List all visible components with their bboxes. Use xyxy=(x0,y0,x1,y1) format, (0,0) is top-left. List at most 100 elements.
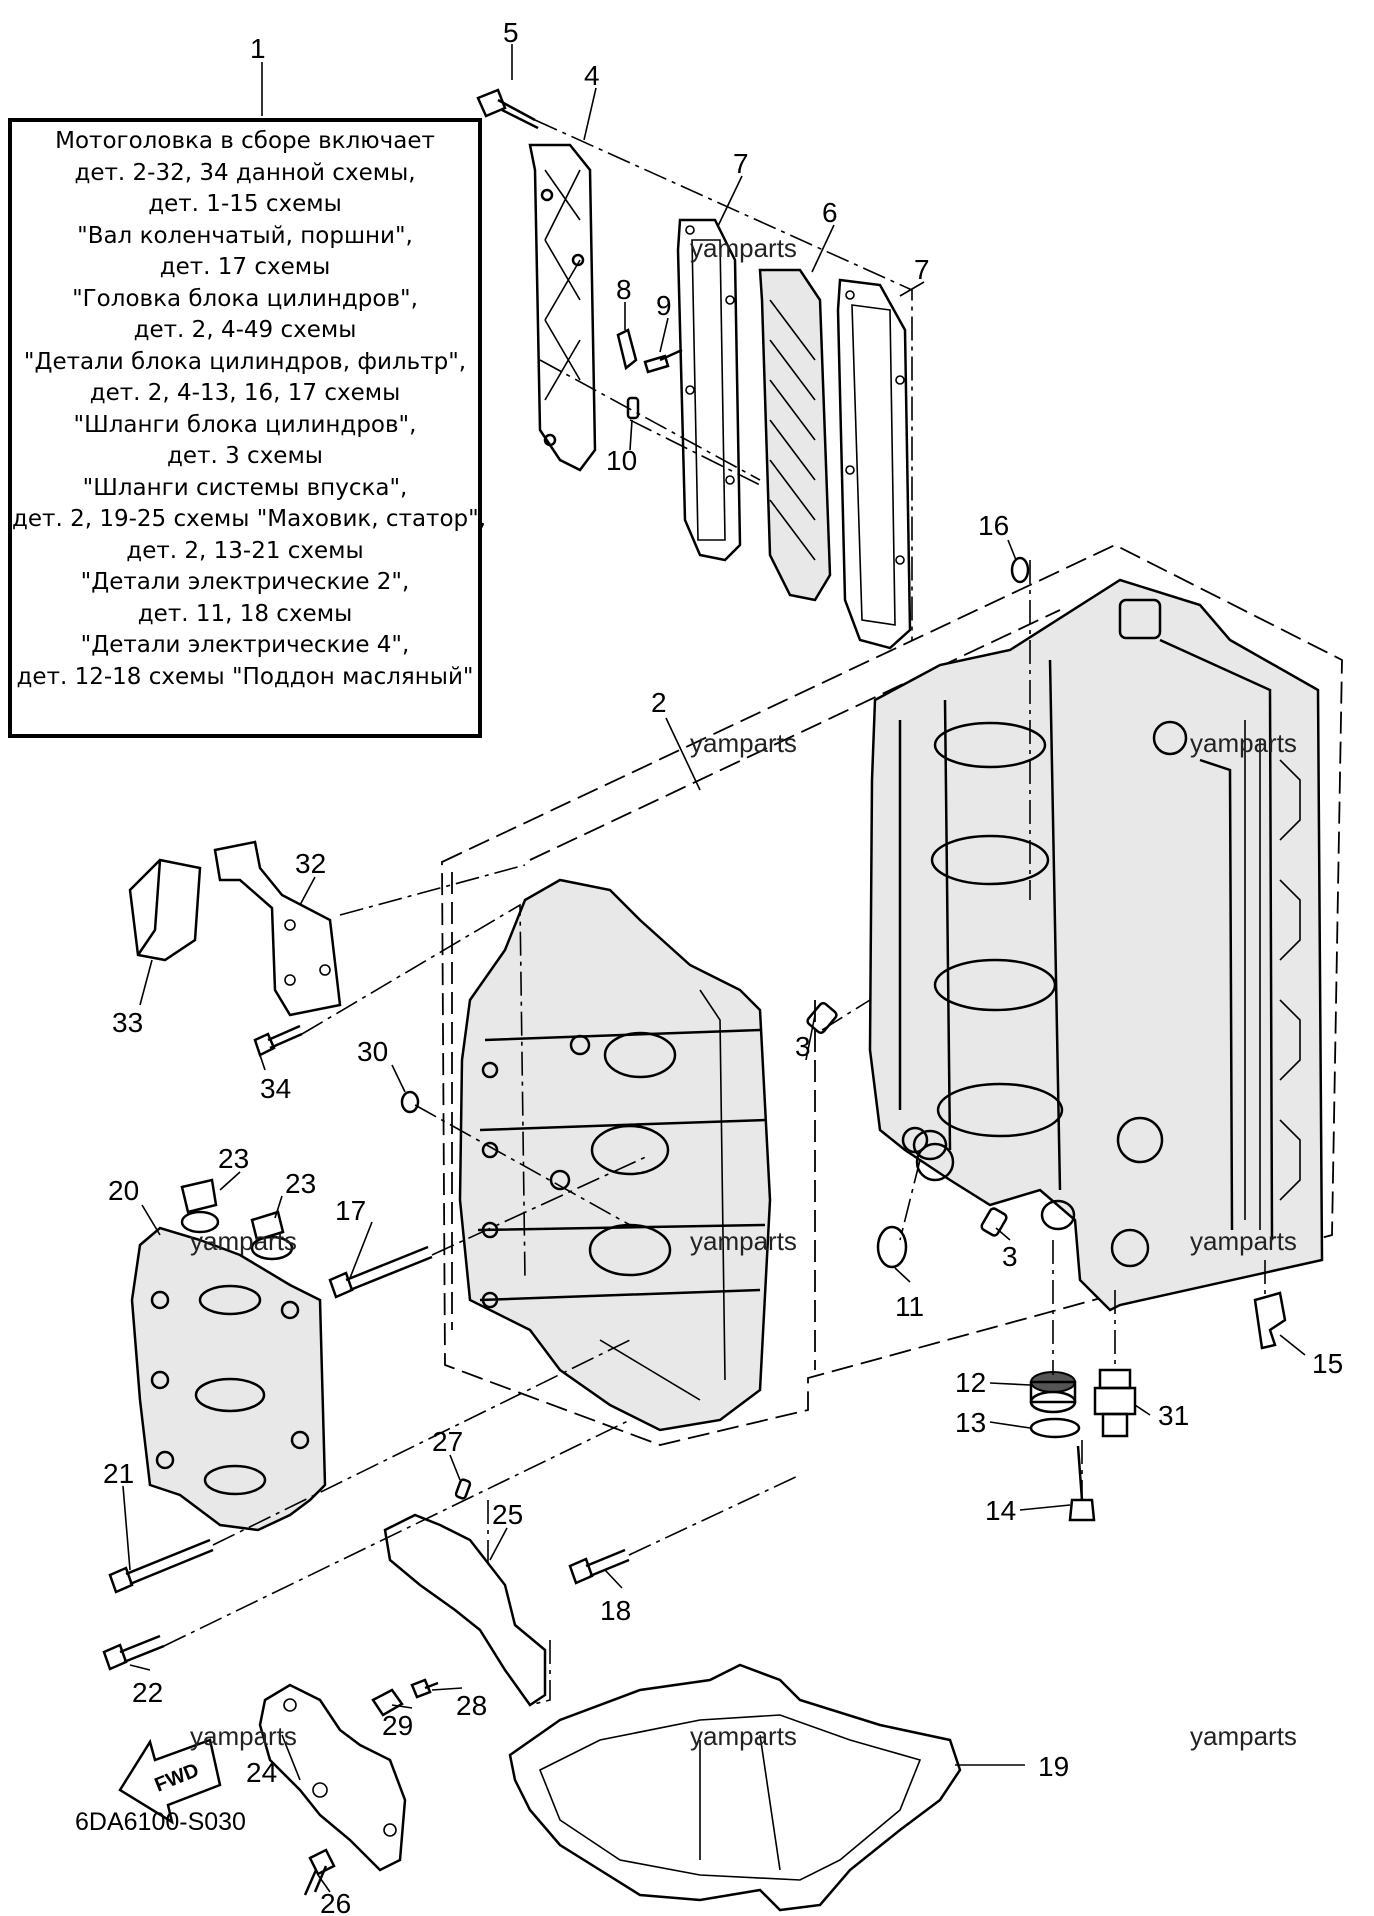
alignment-guides xyxy=(163,119,1266,1706)
note-line: "Вал коленчатый, поршни", xyxy=(77,222,413,249)
cover-32 xyxy=(213,840,342,1017)
watermark: yamparts xyxy=(190,1721,297,1751)
callout-15: 15 xyxy=(1312,1348,1343,1379)
note-line: "Шланги системы впуска", xyxy=(82,474,408,501)
note-line: дет. 3 схемы xyxy=(167,443,323,469)
note-line: "Шланги блока цилиндров", xyxy=(73,411,417,438)
cap-23-left xyxy=(180,1178,220,1234)
watermarks: yamparts yamparts yamparts yamparts yamp… xyxy=(190,233,1297,1751)
clamp-29 xyxy=(371,1688,404,1717)
note-line: "Детали электрические 4", xyxy=(80,632,410,658)
bolt-28 xyxy=(410,1678,439,1699)
exhaust-plate-6 xyxy=(758,268,832,602)
callout-33: 33 xyxy=(112,1007,143,1038)
callout-4: 4 xyxy=(584,60,600,91)
note-line: "Головка блока цилиндров", xyxy=(72,285,418,312)
cylinder-head-20 xyxy=(130,1226,327,1532)
callout-3-top: 3 xyxy=(795,1031,811,1062)
callout-7-right: 7 xyxy=(914,254,930,285)
callout-30: 30 xyxy=(357,1036,388,1067)
note-line: дет. 2, 19-25 схемы "Маховик, статор", xyxy=(12,506,487,532)
callout-6: 6 xyxy=(822,197,838,228)
callout-25: 25 xyxy=(492,1499,523,1530)
bolt-34 xyxy=(253,1024,303,1057)
callout-28: 28 xyxy=(456,1690,487,1721)
crankcase xyxy=(458,878,772,1432)
callout-34: 34 xyxy=(260,1073,291,1104)
bolt-18 xyxy=(568,1548,630,1585)
callout-12: 12 xyxy=(955,1367,986,1398)
callout-3-bottom: 3 xyxy=(1002,1241,1018,1272)
sensor-31 xyxy=(1093,1368,1137,1438)
assembly-boundary-inner xyxy=(451,609,1061,1370)
svg-text:FWD: FWD xyxy=(152,1759,202,1796)
cylinder-block xyxy=(868,578,1324,1312)
note-line: дет. 12-18 схемы "Поддон масляный" xyxy=(16,663,474,690)
gasket-19 xyxy=(508,1663,962,1912)
gasket-25 xyxy=(383,1513,547,1707)
dowel-3-bottom xyxy=(980,1207,1008,1237)
gasket-19-inner xyxy=(538,1714,922,1881)
note-line: дет. 2-32, 34 данной схемы, xyxy=(74,159,416,186)
callout-19: 19 xyxy=(1038,1751,1069,1782)
callout-labels: 1 5 4 7 6 7 8 9 10 16 2 32 33 34 3 30 23… xyxy=(103,17,1343,1916)
note-line: дет. 17 схемы xyxy=(159,254,331,280)
clip-15 xyxy=(1253,1291,1287,1350)
bolt-17 xyxy=(328,1245,433,1299)
plug-12 xyxy=(1029,1371,1077,1414)
callout-18: 18 xyxy=(600,1595,631,1626)
cap-33 xyxy=(128,858,202,962)
note-line: Мотоголовка в сборе включает xyxy=(55,128,435,154)
note-line: "Детали электрические 2", xyxy=(80,569,410,595)
callout-23-left: 23 xyxy=(218,1143,249,1174)
callout-23-right: 23 xyxy=(285,1168,316,1199)
note-line: дет. 2, 4-49 схемы xyxy=(133,317,357,343)
callout-31: 31 xyxy=(1158,1400,1189,1431)
assembly-note-box: Мотоголовка в сборе включает дет. 2-32, 3… xyxy=(8,118,487,738)
washer-13 xyxy=(1029,1417,1081,1439)
clip-8 xyxy=(616,328,638,371)
watermark: yamparts xyxy=(690,1721,797,1751)
callout-7-left: 7 xyxy=(733,148,749,179)
callout-27: 27 xyxy=(432,1426,463,1457)
watermark: yamparts xyxy=(1190,728,1297,758)
cap-23-right xyxy=(250,1210,294,1261)
pin-27 xyxy=(454,1478,472,1500)
bolt-21 xyxy=(108,1538,214,1594)
note-line: дет. 2, 13-21 схемы xyxy=(126,537,364,564)
watermark: yamparts xyxy=(1190,1721,1297,1751)
cover-plate-24 xyxy=(258,1683,407,1872)
bolt-9 xyxy=(643,348,683,374)
callout-32: 32 xyxy=(295,848,326,879)
watermark: yamparts xyxy=(690,728,797,758)
seal-11-socket xyxy=(912,1129,948,1161)
note-line: "Детали блока цилиндров, фильтр", xyxy=(23,348,467,375)
callout-16: 16 xyxy=(978,510,1009,541)
gasket-7-left xyxy=(676,218,742,562)
callout-1: 1 xyxy=(250,33,266,64)
callout-13: 13 xyxy=(955,1407,986,1438)
callout-17: 17 xyxy=(335,1195,366,1226)
callout-5: 5 xyxy=(503,17,519,48)
callout-26: 26 xyxy=(320,1888,351,1916)
callout-29: 29 xyxy=(382,1710,413,1741)
callout-10: 10 xyxy=(606,445,637,476)
callout-24: 24 xyxy=(246,1757,277,1788)
callout-11: 11 xyxy=(895,1291,924,1322)
o-ring-11 xyxy=(876,1225,908,1269)
watermark: yamparts xyxy=(690,233,797,263)
diagram-code: 6DA6100-S030 xyxy=(75,1808,246,1836)
callout-22: 22 xyxy=(132,1677,163,1708)
watermark: yamparts xyxy=(1190,1226,1297,1256)
callout-9: 9 xyxy=(656,290,672,321)
callout-2: 2 xyxy=(651,687,667,718)
o-ring-16 xyxy=(1010,556,1030,584)
callout-8: 8 xyxy=(616,274,632,305)
watermark: yamparts xyxy=(190,1226,297,1256)
note-line: дет. 1-15 схемы xyxy=(148,191,342,217)
note-line: дет. 11, 18 схемы xyxy=(137,600,353,627)
watermark: yamparts xyxy=(690,1226,797,1256)
seal-right xyxy=(1040,1199,1076,1231)
leader-lines xyxy=(122,44,1306,1893)
